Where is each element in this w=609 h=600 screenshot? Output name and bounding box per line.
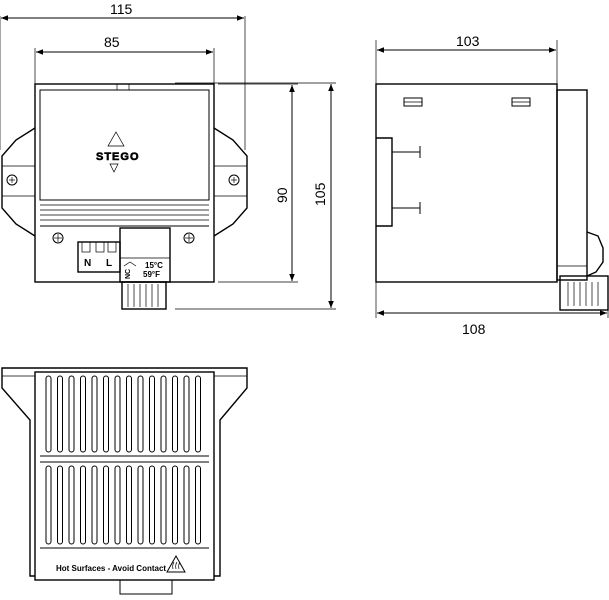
grille-slot: [149, 375, 155, 453]
grille-slot: [195, 375, 201, 453]
grille-slot: [80, 465, 86, 545]
dim-body-width: 85: [104, 34, 120, 50]
side-view: 103 108: [375, 33, 609, 337]
heater-body-side: [375, 83, 558, 283]
ventilation-grille: [45, 375, 201, 545]
grille-slot: [160, 465, 167, 545]
grille-slot: [149, 465, 155, 545]
grille-slot: [91, 375, 98, 453]
grille-slot: [137, 375, 144, 453]
terminal-l-label: L: [106, 258, 112, 269]
bottom-view: Hot Surfaces - Avoid Contact: [1, 367, 248, 595]
grille-slot: [103, 465, 109, 545]
grille-slot: [172, 465, 178, 545]
bottom-right-screw-icon: [183, 232, 195, 244]
grille-slot: [91, 465, 98, 545]
terminal-n-label: N: [84, 258, 91, 269]
grille-slot: [57, 465, 63, 545]
grille-slot: [126, 465, 132, 545]
left-mounting-screw-icon: [6, 174, 18, 186]
rail-clip: [376, 137, 393, 227]
dim-side-depth-bottom: 108: [462, 321, 486, 337]
right-mounting-screw-icon: [228, 174, 240, 186]
heater-body-front: [34, 83, 215, 283]
dim-body-height: 90: [274, 187, 290, 203]
svg-text:STEGO: STEGO: [96, 151, 140, 163]
dim-total-width: 115: [110, 1, 133, 17]
bottom-left-screw-icon: [52, 232, 64, 244]
hot-surface-warning-icon: [166, 554, 186, 573]
grille-slot: [68, 465, 75, 545]
dim-total-height: 105: [312, 182, 328, 206]
side-connector: [559, 275, 609, 311]
grille-slot: [114, 375, 121, 453]
heater-body-bottom: [34, 371, 215, 581]
grille-slot: [126, 375, 132, 453]
grille-slot: [57, 375, 63, 453]
front-view: 115 85 90 105 STEGO: [0, 1, 336, 310]
grille-slot: [137, 465, 144, 545]
grille-slot: [172, 375, 178, 453]
left-mounting-flange: [1, 127, 36, 237]
bottom-flange: [1, 367, 248, 577]
switch-celsius-label: 15°C: [145, 261, 163, 270]
grille-slot: [103, 375, 109, 453]
grille-slot: [183, 375, 190, 453]
dim-side-depth-top: 103: [456, 33, 480, 49]
grille-slot: [195, 465, 201, 545]
grille-slot: [80, 375, 86, 453]
right-mounting-flange: [213, 127, 248, 237]
grille-slot: [114, 465, 121, 545]
grille-slot: [45, 375, 52, 453]
grille-slot: [68, 375, 75, 453]
grille-slot: [45, 465, 52, 545]
grille-slot: [183, 465, 190, 545]
switch-nc-label: NC: [125, 269, 132, 279]
grille-slot: [160, 375, 167, 453]
brand-logo: STEGO: [96, 131, 140, 173]
connector-plug: [121, 281, 167, 310]
warning-label: Hot Surfaces - Avoid Contact: [56, 564, 166, 573]
switch-fahrenheit-label: 59°F: [143, 270, 160, 279]
